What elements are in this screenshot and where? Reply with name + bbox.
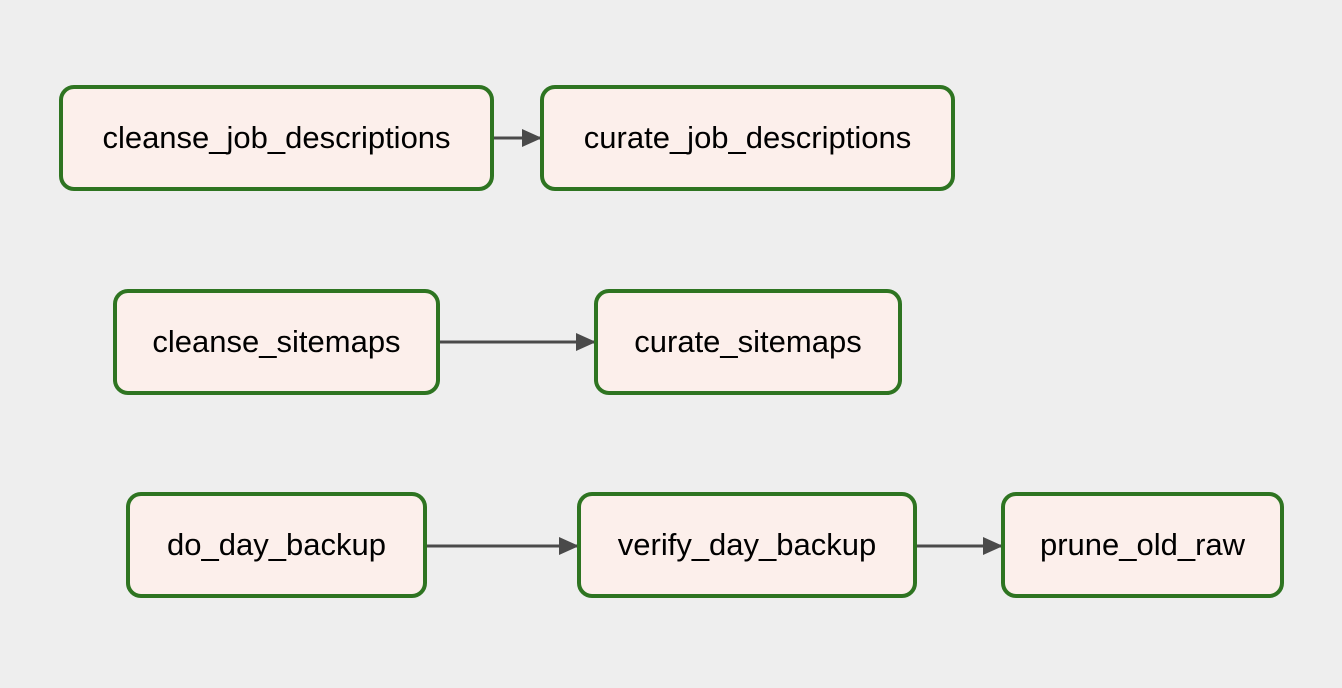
task-node-label: cleanse_sitemaps <box>152 324 401 359</box>
task-node-label: prune_old_raw <box>1039 527 1246 562</box>
task-node-curate-sitemaps[interactable]: curate_sitemaps <box>594 289 902 395</box>
task-node-label: curate_sitemaps <box>634 324 862 359</box>
task-node-do-day-backup[interactable]: do_day_backup <box>126 492 427 598</box>
task-node-label: verify_day_backup <box>617 527 877 562</box>
task-node-cleanse-job-descriptions[interactable]: cleanse_job_descriptions <box>59 85 494 191</box>
task-node-verify-day-backup[interactable]: verify_day_backup <box>577 492 917 598</box>
task-node-label: cleanse_job_descriptions <box>102 120 451 155</box>
task-node-curate-job-descriptions[interactable]: curate_job_descriptions <box>540 85 955 191</box>
task-node-cleanse-sitemaps[interactable]: cleanse_sitemaps <box>113 289 440 395</box>
task-node-label: curate_job_descriptions <box>583 120 912 155</box>
task-node-prune-old-raw[interactable]: prune_old_raw <box>1001 492 1284 598</box>
task-node-label: do_day_backup <box>167 527 386 562</box>
